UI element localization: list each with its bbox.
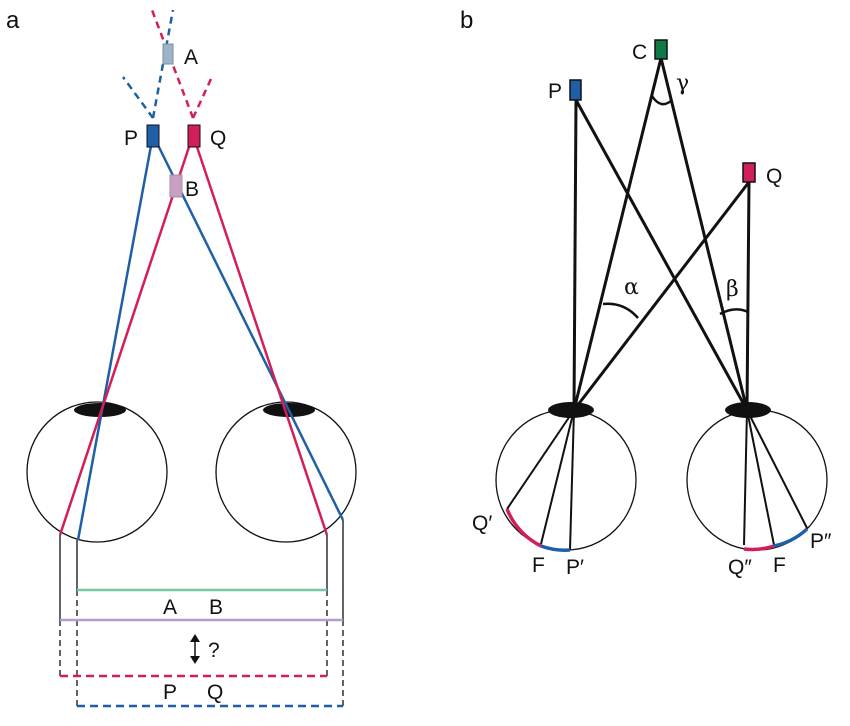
retina-label-f-right: F — [773, 554, 786, 577]
red-dashed-extension-top — [150, 9, 195, 119]
right-eye-to-p-ray — [574, 99, 749, 411]
question-mark-label: ? — [208, 639, 220, 662]
left-eye-to-q-ray — [572, 181, 751, 411]
red-dashed-extension-right — [191, 78, 213, 119]
right-eye-to-c-ray — [659, 57, 749, 411]
point-p-marker-b — [569, 79, 582, 101]
point-a-marker — [162, 43, 174, 65]
right-retina-ray-p — [746, 409, 808, 529]
red-ray-left — [58, 134, 195, 536]
point-q-marker — [187, 124, 201, 148]
right-eye-to-q-ray — [745, 181, 751, 411]
ab-label-b: B — [209, 596, 223, 619]
retina-label-p-double-prime: P″ — [810, 530, 832, 553]
retina-label-q-double-prime: Q″ — [728, 556, 752, 579]
gamma-arc — [650, 95, 673, 106]
right-retina-q-arc — [743, 544, 775, 552]
blue-ray-left — [76, 134, 155, 541]
alpha-label: α — [624, 275, 639, 300]
left-retina-ray-q — [506, 409, 575, 510]
panel-b: b P C Q γ — [460, 7, 832, 579]
panel-b-label: b — [460, 7, 473, 34]
point-p-label-b: P — [548, 80, 562, 103]
alpha-arc — [602, 302, 639, 319]
point-q-label-b: Q — [766, 165, 782, 188]
left-retina-q-arc — [505, 508, 542, 548]
point-q-marker-b — [742, 162, 756, 183]
point-q-label: Q — [210, 127, 226, 150]
gamma-label: γ — [676, 71, 689, 96]
beta-label: β — [726, 277, 739, 302]
blue-ray-right — [151, 134, 345, 521]
right-retina-ray-f — [746, 409, 775, 546]
right-retina-p-arc — [773, 527, 809, 548]
left-lens — [74, 403, 126, 417]
point-c-marker — [654, 39, 668, 60]
retina-label-q-prime: Q′ — [472, 512, 492, 535]
panel-a: a A P Q B — [6, 7, 357, 708]
pq-label-p: P — [163, 681, 177, 704]
point-p-marker — [146, 124, 160, 148]
ab-label-a: A — [163, 596, 177, 619]
double-arrow-icon — [190, 634, 200, 664]
blue-dashed-extension-left — [121, 76, 155, 119]
left-retina-p-arc — [540, 544, 571, 552]
point-a-label: A — [184, 46, 198, 69]
beta-arc — [719, 308, 749, 316]
left-retina-ray-p — [569, 409, 575, 551]
point-p-label: P — [124, 127, 138, 150]
pq-label-q: Q — [207, 681, 223, 704]
retina-label-p-prime: P′ — [566, 556, 584, 579]
red-ray-right — [191, 134, 329, 536]
point-b-label: B — [185, 178, 199, 201]
left-retina-ray-f — [540, 409, 575, 545]
point-b-marker — [169, 174, 183, 198]
point-c-label: C — [632, 41, 647, 64]
right-retina-ray-q — [743, 409, 748, 546]
left-lens-b — [548, 402, 594, 418]
retina-label-f-left: F — [532, 554, 545, 577]
panel-a-label: a — [6, 7, 20, 34]
left-eyeball — [26, 401, 168, 543]
left-eye-to-p-ray — [572, 99, 578, 411]
right-eyeball — [215, 401, 357, 543]
left-eye-to-c-ray — [572, 57, 663, 411]
